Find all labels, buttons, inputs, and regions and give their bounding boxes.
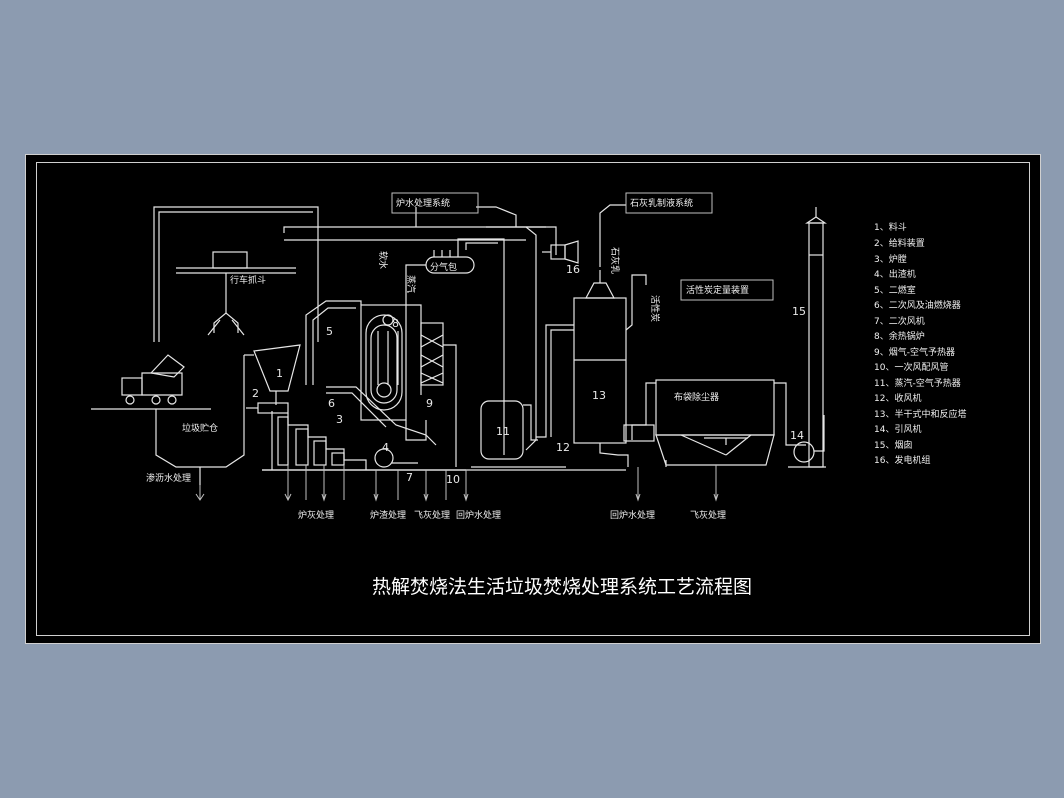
legend-item-12: 12、收风机 (874, 392, 921, 404)
legend-item-7: 7、二次风机 (874, 315, 925, 327)
equipment-number-15: 15 (792, 305, 806, 318)
feed-hopper (246, 344, 301, 414)
legend-item-4: 4、出渣机 (874, 268, 916, 280)
crane-gantry (153, 206, 319, 342)
legend-item-8: 8、余热锅炉 (874, 330, 925, 342)
garbage-storage-pit (155, 354, 254, 485)
return-water-label: 回炉水处理 (456, 509, 501, 521)
bag-filter (623, 379, 806, 467)
equipment-number-2: 2 (252, 387, 259, 400)
equipment-number-3: 3 (336, 413, 343, 426)
reaction-tower (536, 204, 647, 467)
waste-heat-boiler (405, 322, 457, 467)
steam-header-label: 分气包 (430, 261, 457, 273)
carbon-system-label: 活性炭定量装置 (686, 284, 749, 296)
flyash-label: 飞灰处理 (414, 509, 450, 521)
vertical-label-steam: 蒸汽 (405, 275, 417, 293)
flyash-label-2: 飞灰处理 (690, 509, 726, 521)
output-arrows (195, 465, 719, 502)
legend-item-3: 3、炉膛 (874, 253, 907, 265)
legend-item-1: 1、料斗 (874, 221, 907, 233)
vertical-label-water: 软水 (377, 251, 389, 269)
legend-item-10: 10、一次风配风管 (874, 361, 948, 373)
secondary-chamber (305, 300, 422, 421)
legend-item-2: 2、给料装置 (874, 237, 925, 249)
equipment-number-10: 10 (446, 473, 460, 486)
legend-item-16: 16、发电机组 (874, 454, 930, 466)
equipment-number-6: 6 (328, 397, 335, 410)
legend-item-15: 15、烟囱 (874, 439, 912, 451)
water-treatment-label: 炉水处理系统 (396, 197, 450, 209)
equipment-number-5: 5 (326, 325, 333, 338)
lime-system-label: 石灰乳制液系统 (630, 197, 693, 209)
ash-label: 炉灰处理 (298, 509, 334, 521)
legend-item-5: 5、二燃室 (874, 284, 916, 296)
equipment-number-8: 8 (392, 317, 399, 330)
legend-item-9: 9、烟气-空气予热器 (874, 346, 955, 358)
drawing-title: 热解焚烧法生活垃圾焚烧处理系统工艺流程图 (372, 576, 752, 598)
legend-item-13: 13、半干式中和反应塔 (874, 408, 966, 420)
crane-label: 行车抓斗 (230, 274, 266, 286)
induced-fan (788, 415, 826, 468)
chimney (805, 207, 827, 468)
baghouse-label: 布袋除尘器 (674, 391, 719, 403)
legend: 1、料斗 2、给料装置 3、炉膛 4、出渣机 5、二燃室 6、二次风及油燃烧器 … (874, 221, 966, 466)
steam-air-preheater (471, 400, 566, 468)
return-water-label-2: 回炉水处理 (610, 509, 655, 521)
legend-item-6: 6、二次风及油燃烧器 (874, 299, 961, 311)
vertical-label-lime: 石灰乳 (609, 247, 621, 274)
leachate-label: 渗沥水处理 (146, 472, 191, 484)
process-flow-diagram: 行车抓斗 垃圾贮仓 渗沥水处理 炉水处理系统 石灰乳制液系统 活性炭定量装置 分… (91, 192, 966, 598)
equipment-number-9: 9 (426, 397, 433, 410)
carbon-system-box (680, 279, 774, 301)
steam-header (405, 238, 505, 455)
legend-item-11: 11、蒸汽-空气予热器 (874, 377, 961, 389)
vertical-label-carbon: 活性炭 (649, 295, 661, 322)
legend-item-14: 14、引风机 (874, 423, 921, 435)
top-piping (283, 206, 557, 451)
garbage-truck (91, 354, 211, 410)
equipment-number-4: 4 (382, 441, 389, 454)
incinerator-grate (262, 386, 466, 471)
generator (542, 240, 579, 264)
equipment-number-13: 13 (592, 389, 606, 402)
drawing-border (36, 162, 1030, 636)
equipment-number-7: 7 (406, 471, 413, 484)
lime-system-box (625, 192, 713, 214)
equipment-number-16: 16 (566, 263, 580, 276)
equipment-number-1: 1 (276, 367, 283, 380)
equipment-number-11: 11 (496, 425, 510, 438)
drawing-frame: 行车抓斗 垃圾贮仓 渗沥水处理 炉水处理系统 石灰乳制液系统 活性炭定量装置 分… (25, 154, 1041, 644)
slag-label: 炉渣处理 (370, 509, 406, 521)
equipment-number-14: 14 (790, 429, 804, 442)
water-treatment-box (391, 192, 479, 214)
storage-label: 垃圾贮仓 (182, 422, 218, 434)
equipment-number-12: 12 (556, 441, 570, 454)
